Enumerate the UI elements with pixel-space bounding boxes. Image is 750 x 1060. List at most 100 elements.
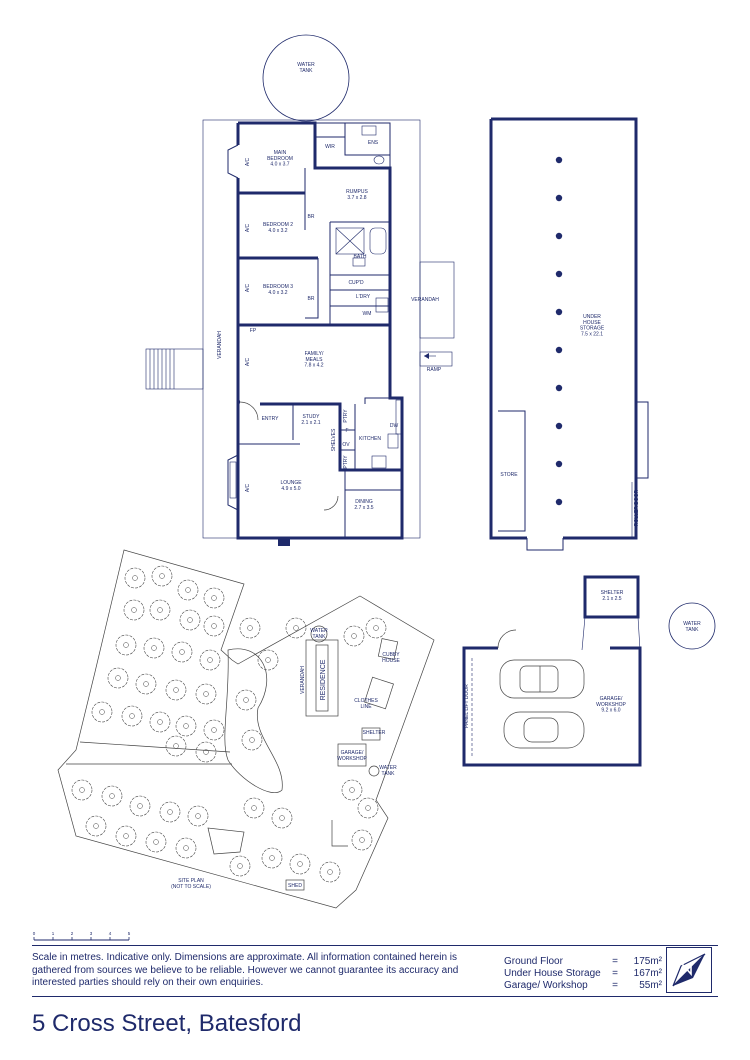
tree-icon [129,795,151,817]
left-steps [145,348,204,390]
tree-icon [285,617,307,639]
svg-text:VERANDAH: VERANDAH [217,331,223,359]
svg-text:FP: FP [250,328,257,334]
storage-column [555,498,563,506]
svg-text:A/C: A/C [245,357,251,366]
svg-text:VERANDAH: VERANDAH [300,666,306,694]
tree-icon [175,715,197,737]
svg-text:BEDROOM 34.0 x 3.2: BEDROOM 34.0 x 3.2 [263,284,293,296]
tree-icon [85,815,107,837]
tree-icon [159,801,181,823]
svg-text:L'DRY: L'DRY [356,294,371,300]
tree-icon [171,641,193,663]
tree-icon [71,779,93,801]
area-name: Ground Floor [504,956,563,967]
scale-tick-label: 2 [71,931,74,936]
verandah-outline [202,119,421,539]
storage-column [555,384,563,392]
footer-rule-top [32,945,718,946]
tree-icon [165,735,187,757]
storage-column [555,156,563,164]
svg-text:PTRY: PTRY [343,455,349,469]
tree-icon [151,565,173,587]
tree-icon [145,831,167,853]
tree-icon [341,779,363,801]
house-walls [227,121,404,546]
storage-column [555,270,563,278]
svg-text:BATH: BATH [354,254,367,260]
tree-icon [203,587,225,609]
tree-icon [101,785,123,807]
svg-text:ROLLER DOOR: ROLLER DOOR [634,489,640,526]
storage-column [555,232,563,240]
svg-text:A/C: A/C [245,483,251,492]
svg-text:ENS: ENS [368,140,379,146]
svg-text:SHED: SHED [288,883,302,889]
tree-icon [343,625,365,647]
svg-text:BEDROOM 24.0 x 3.2: BEDROOM 24.0 x 3.2 [263,222,293,234]
site-trees [71,565,387,883]
area-value: 55m² [639,980,662,991]
ramp [419,351,453,367]
tree-icon [203,615,225,637]
svg-text:SHELTER: SHELTER [363,730,386,736]
tree-icon [319,861,341,883]
svg-text:PTRY: PTRY [343,409,349,423]
svg-text:BR: BR [308,296,315,302]
water-tank-top [262,34,350,122]
tree-icon [351,829,373,851]
tree-icon [239,617,261,639]
tree-icon [149,599,171,621]
tree-icon [271,807,293,829]
tree-icon [199,649,221,671]
scale-tick-label: 4 [109,931,112,936]
compass-icon [672,953,706,987]
svg-text:RAMP: RAMP [427,367,442,373]
storage-columns [555,156,563,506]
tree-icon [365,617,387,639]
tree-icon [357,797,379,819]
svg-text:GARAGE/WORKSHOP: GARAGE/WORKSHOP [337,750,367,762]
area-row-garage: Garage/ Workshop = 55m² [504,980,662,991]
tree-icon [107,667,129,689]
property-address: 5 Cross Street, Batesford [32,1010,302,1037]
tree-icon [203,719,225,741]
svg-text:RESIDENCE: RESIDENCE [320,659,327,700]
storage-column [555,422,563,430]
scale-tick-label: 5 [128,931,131,936]
svg-text:A/C: A/C [245,283,251,292]
svg-text:PANEL LIFT DOOR: PANEL LIFT DOOR [464,684,470,728]
site-buildings [207,625,399,891]
area-row-ground-floor: Ground Floor = 175m² [504,956,662,967]
tree-icon [261,847,283,869]
area-name: Garage/ Workshop [504,980,588,991]
tree-icon [165,679,187,701]
tree-icon [289,853,311,875]
svg-text:CUP'D: CUP'D [348,280,364,286]
area-row-under-house: Under House Storage = 167m² [504,968,662,979]
svg-text:SHELVES: SHELVES [331,428,337,451]
compass-logo [666,947,712,993]
tree-icon [149,711,171,733]
verandah-right-extension [419,261,455,339]
svg-text:STORE: STORE [500,472,518,478]
scale-tick-label: 1 [52,931,55,936]
svg-text:A/C: A/C [245,223,251,232]
svg-text:BR: BR [308,214,315,220]
tree-icon [235,689,257,711]
